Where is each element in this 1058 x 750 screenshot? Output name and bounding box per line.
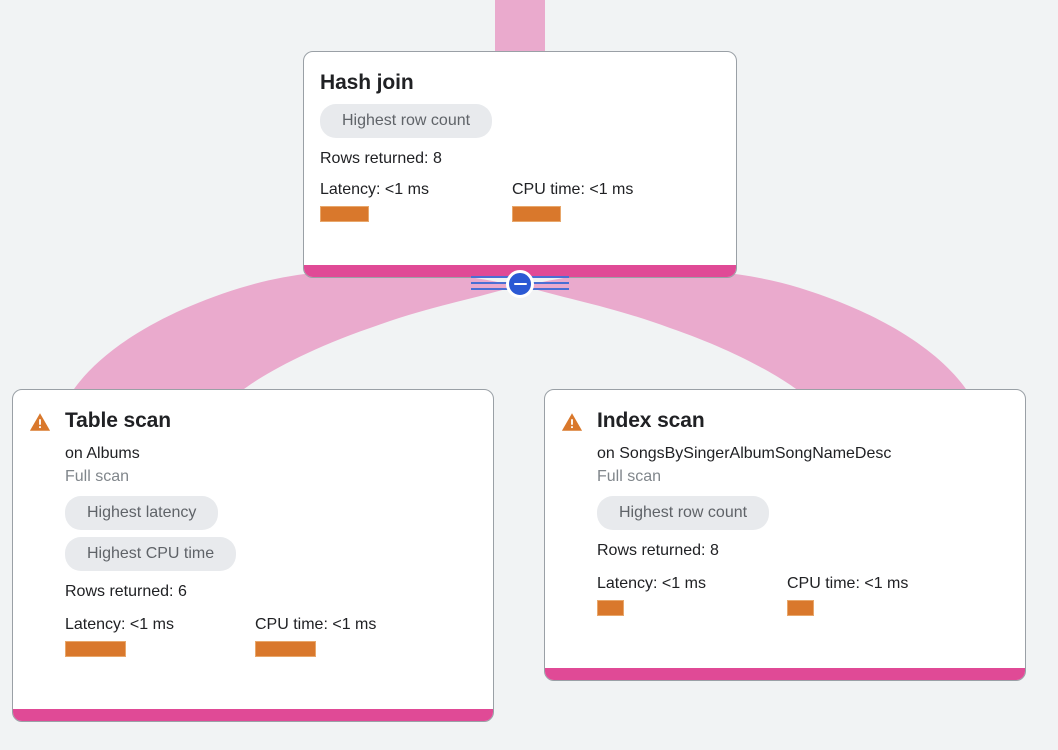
node-chips: Highest row count xyxy=(597,496,1009,537)
metric-latency-label: Latency: <1 ms xyxy=(597,575,706,592)
metric-latency-label: Latency: <1 ms xyxy=(320,181,429,198)
metric-cpu-time: CPU time: <1 ms xyxy=(512,180,633,222)
chip-highest-latency: Highest latency xyxy=(65,496,219,530)
warning-icon xyxy=(561,413,583,431)
plan-node-index-scan[interactable]: Index scan on SongsBySingerAlbumSongName… xyxy=(544,389,1026,681)
node-body: Hash join Highest row count Rows returne… xyxy=(304,52,736,265)
node-title: Index scan xyxy=(597,409,705,432)
node-title: Table scan xyxy=(65,409,171,432)
metric-cpu-time-label: CPU time: <1 ms xyxy=(512,181,634,198)
metric-cpu-time-bar xyxy=(512,206,561,222)
edge-hash-join-to-index-scan xyxy=(524,269,968,392)
node-body: Table scan on Albums Full scan Highest l… xyxy=(13,390,493,709)
minus-icon[interactable] xyxy=(506,270,534,298)
warning-icon xyxy=(29,413,51,431)
node-rows-returned: Rows returned: 8 xyxy=(320,150,442,167)
node-metrics: Latency: <1 ms CPU time: <1 ms xyxy=(320,180,720,222)
minus-glyph xyxy=(513,282,527,286)
metric-cpu-time-label: CPU time: <1 ms xyxy=(255,616,377,633)
plan-node-table-scan[interactable]: Table scan on Albums Full scan Highest l… xyxy=(12,389,494,722)
node-body: Index scan on SongsBySingerAlbumSongName… xyxy=(545,390,1025,668)
node-title: Hash join xyxy=(320,71,414,94)
collapse-toggle[interactable] xyxy=(471,270,569,298)
node-subtitle: on SongsBySingerAlbumSongNameDesc xyxy=(597,445,892,462)
metric-latency: Latency: <1 ms xyxy=(320,180,512,222)
metric-latency-bar xyxy=(597,600,624,616)
metric-cpu-time-bar xyxy=(255,641,316,657)
metric-latency: Latency: <1 ms xyxy=(597,574,787,616)
node-chips: Highest latency Highest CPU time xyxy=(65,496,477,578)
node-header-text: Hash join xyxy=(320,70,720,96)
node-header: Index scan on SongsBySingerAlbumSongName… xyxy=(561,408,1009,616)
metric-latency-label: Latency: <1 ms xyxy=(65,616,174,633)
metric-cpu-time: CPU time: <1 ms xyxy=(255,615,376,657)
node-rows-returned: Rows returned: 8 xyxy=(597,542,719,559)
node-header: Table scan on Albums Full scan Highest l… xyxy=(29,408,477,657)
node-metrics: Latency: <1 ms CPU time: <1 ms xyxy=(597,574,1009,616)
metric-cpu-time-bar xyxy=(787,600,814,616)
plan-node-hash-join[interactable]: Hash join Highest row count Rows returne… xyxy=(303,51,737,278)
node-rows-returned: Rows returned: 6 xyxy=(65,583,187,600)
chip-highest-cpu-time: Highest CPU time xyxy=(65,537,237,571)
node-subtitle: on Albums xyxy=(65,445,140,462)
metric-latency-bar xyxy=(65,641,126,657)
chip-highest-row-count: Highest row count xyxy=(597,496,770,530)
metric-cpu-time: CPU time: <1 ms xyxy=(787,574,908,616)
chip-highest-row-count: Highest row count xyxy=(320,104,493,138)
node-accent-bar xyxy=(13,709,493,721)
node-detail: Full scan xyxy=(597,468,662,485)
node-detail: Full scan xyxy=(65,468,130,485)
node-accent-bar xyxy=(545,668,1025,680)
edge-incoming xyxy=(495,0,545,52)
node-metrics: Latency: <1 ms CPU time: <1 ms xyxy=(65,615,477,657)
edge-hash-join-to-table-scan xyxy=(72,269,516,392)
metric-latency-bar xyxy=(320,206,369,222)
metric-latency: Latency: <1 ms xyxy=(65,615,255,657)
node-header-text: Table scan on Albums Full scan Highest l… xyxy=(65,408,477,657)
metric-cpu-time-label: CPU time: <1 ms xyxy=(787,575,909,592)
node-chips: Highest row count xyxy=(320,104,720,145)
node-header: Hash join xyxy=(320,70,720,96)
node-header-text: Index scan on SongsBySingerAlbumSongName… xyxy=(597,408,1009,616)
